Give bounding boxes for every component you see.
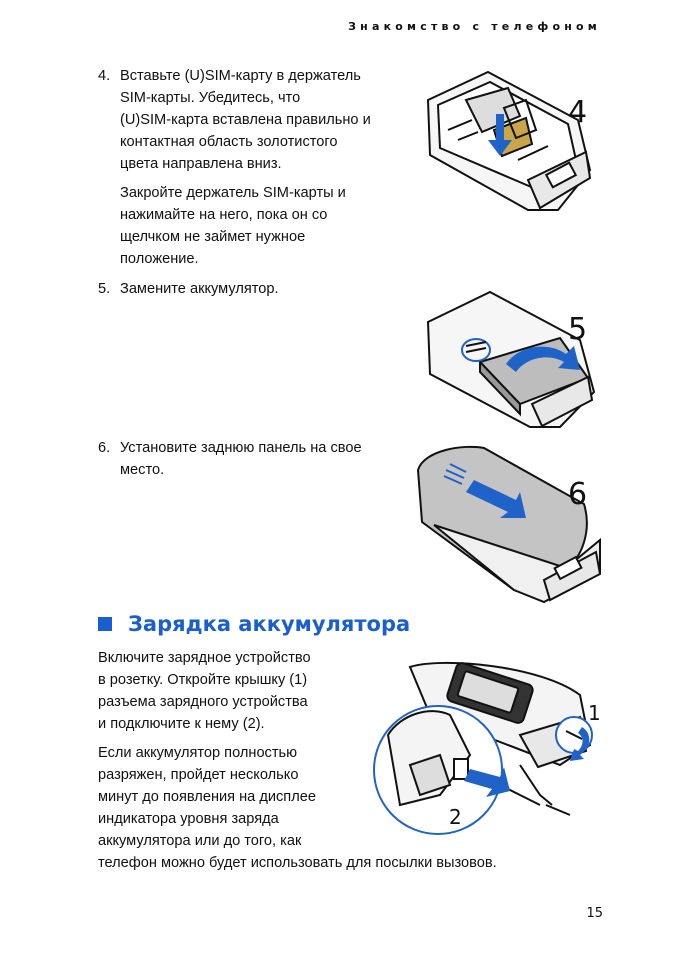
figure-charger-connection xyxy=(373,661,593,835)
section-paragraph-1: Включите зарядное устройство в розетку. … xyxy=(98,647,311,735)
text-line: в розетку. Откройте крышку (1) xyxy=(98,672,308,688)
step-6-number: 6. xyxy=(98,440,111,456)
figure-label-2: 2 xyxy=(449,805,462,829)
text-line: щелчком не займет нужное xyxy=(120,229,306,245)
figure-replace-battery xyxy=(426,290,596,428)
text-line: минут до появления на дисплее xyxy=(98,789,316,805)
figure-label-6: 6 xyxy=(568,477,588,512)
section-bullet-square xyxy=(98,617,112,631)
figure-back-cover xyxy=(416,445,602,604)
text-line: и подключите к нему (2). xyxy=(98,716,265,732)
step-5-number: 5. xyxy=(98,281,111,297)
figure-label-5: 5 xyxy=(568,312,588,347)
text-line: SIM-карты. Убедитесь, что xyxy=(120,90,301,106)
figure-label-1: 1 xyxy=(588,701,601,725)
text-line: контактная область золотистого xyxy=(120,134,338,150)
section-title: Зарядка аккумулятора xyxy=(128,612,411,636)
text-line: разъема зарядного устройства xyxy=(98,694,308,710)
figure-insert-sim xyxy=(426,70,592,211)
text-line: (U)SIM-карта вставлена правильно и xyxy=(120,112,371,128)
text-line: Включите зарядное устройство xyxy=(98,650,311,666)
step-4-number: 4. xyxy=(98,68,111,84)
figure-label-4: 4 xyxy=(568,95,588,130)
text-line: положение. xyxy=(120,251,199,267)
step-5-text: Замените аккумулятор. xyxy=(120,278,279,300)
section-paragraph-2: Если аккумулятор полностью разряжен, про… xyxy=(98,742,497,874)
text-line: цвета направлена вниз. xyxy=(120,156,282,172)
text-line: телефон можно будет использовать для пос… xyxy=(98,855,497,871)
text-line: Вставьте (U)SIM-карту в держатель xyxy=(120,68,361,84)
text-line: Установите заднюю панель на свое xyxy=(120,440,362,456)
step-6-text: Установите заднюю панель на свое место. xyxy=(120,437,362,481)
text-line: место. xyxy=(120,462,165,478)
text-line: Замените аккумулятор. xyxy=(120,281,279,297)
step-4-text-2: Закройте держатель SIM-карты и нажимайте… xyxy=(120,182,346,270)
text-line: индикатора уровня заряда xyxy=(98,811,279,827)
text-line: разряжен, пройдет несколько xyxy=(98,767,299,783)
text-line: аккумулятора или до того, как xyxy=(98,833,302,849)
text-line: Закройте держатель SIM-карты и xyxy=(120,185,346,201)
page-number: 15 xyxy=(586,906,603,921)
text-line: нажимайте на него, пока он со xyxy=(120,207,328,223)
text-line: Если аккумулятор полностью xyxy=(98,745,298,761)
step-4-text: Вставьте (U)SIM-карту в держатель SIM-ка… xyxy=(120,65,371,175)
running-header: Знакомство с телефоном xyxy=(348,20,601,33)
